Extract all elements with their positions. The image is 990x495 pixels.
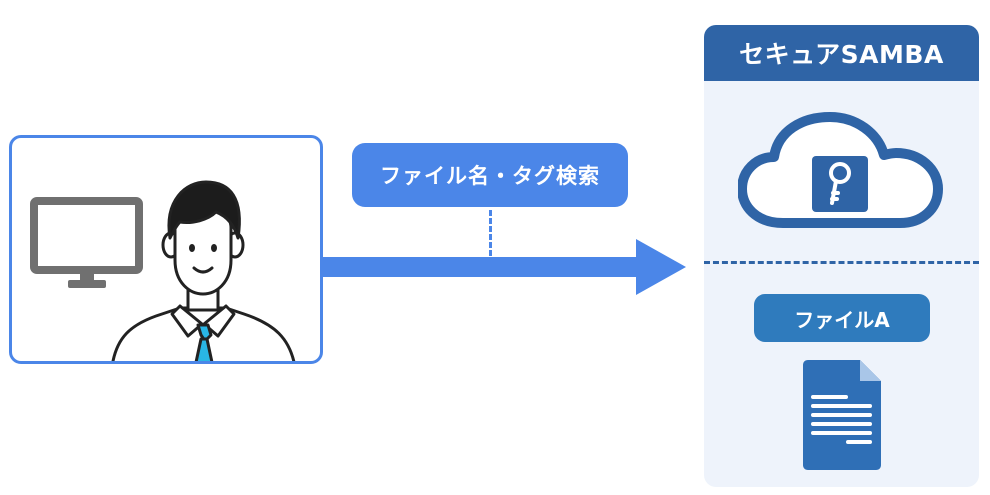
user-panel bbox=[9, 135, 323, 364]
samba-panel: セキュアSAMBA ファイルA bbox=[704, 25, 979, 487]
cloud-key-icon bbox=[738, 112, 943, 228]
search-label: ファイル名・タグ検索 bbox=[352, 143, 628, 207]
file-label: ファイルA bbox=[754, 294, 930, 342]
section-divider bbox=[704, 261, 979, 264]
face-features bbox=[189, 244, 217, 274]
samba-title: セキュアSAMBA bbox=[704, 25, 979, 81]
connector-dashed-line bbox=[489, 210, 492, 256]
monitor-icon bbox=[30, 197, 143, 288]
arrow-icon bbox=[320, 239, 686, 295]
businessman-icon bbox=[111, 180, 296, 361]
document-icon bbox=[803, 360, 881, 470]
